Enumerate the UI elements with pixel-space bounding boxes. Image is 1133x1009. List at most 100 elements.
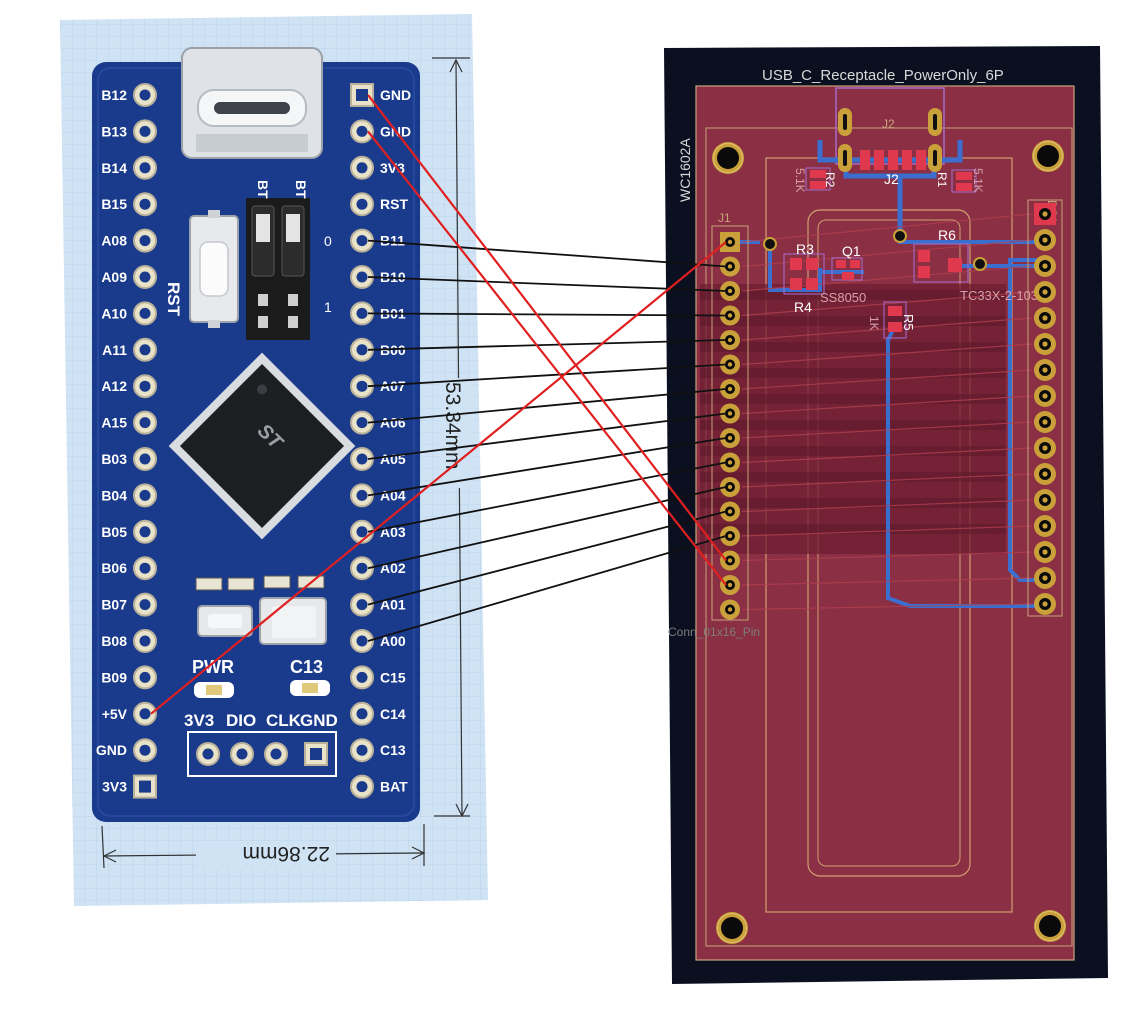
left-pin-a09: A09 [101,265,157,289]
left-pin-label: B12 [101,87,127,103]
row-trace [741,369,1033,390]
right-pin-gnd: GND [350,83,411,107]
pcb-layout: USB_C_Receptacle_PowerOnly_6P WC1602A Co… [664,46,1108,984]
r2-value: 5.1K [793,168,807,193]
debug-pad [230,742,254,766]
j1-pad [720,232,740,252]
j1-pad [720,330,740,350]
board-photo: RST BT BT 0 1 ST [60,14,488,906]
mounting-holes [712,140,1066,944]
left-pin-3v3: 3V3 [102,774,157,799]
right-pin-label: GND [380,87,411,103]
zone-stripe [700,524,1006,534]
r2-ref: R2 [823,172,837,188]
left-pin-label: B13 [101,123,127,139]
left-pin-label: B04 [101,487,127,503]
zone-stripe [700,394,1006,404]
mounting-hole [1034,910,1066,942]
wire-connections [150,94,727,715]
ds1-pad [1034,229,1056,251]
right-pin-a06: A06 [350,410,406,435]
r1-ref: R1 [935,172,949,188]
conn-footprint-label: Conn_01x16_Pin [668,625,760,639]
j1-pad [720,452,740,473]
right-pin-label: A06 [380,415,406,431]
q1-value: SS8050 [820,290,866,305]
boot-jumpers [246,198,310,340]
right-pin-label: A00 [380,633,406,649]
wire-a03-to-j1-pin-10 [367,461,727,533]
copper-zone [700,284,1006,554]
ds1-pad [1034,463,1056,485]
wire-a00-to-j1-pin-13 [367,535,727,642]
right-pin-label: BAT [380,779,408,795]
lcd-footprint-label: WC1602A [677,138,693,202]
wire-gnd-to-j1-pin-15 [367,130,727,586]
j1-ref: J1 [718,211,731,225]
left-pin-a11: A11 [102,337,157,362]
left-pin-label: B06 [101,560,127,576]
j1-pad [720,477,740,497]
mcu-chip: ST [168,352,356,540]
trimpot-value: TC33X-2-103E [960,288,1047,303]
j1-pad [720,354,740,375]
left-pin-label: B08 [101,633,127,649]
ds1-pad [1034,307,1056,329]
right-pin-a04: A04 [350,483,406,508]
r3-ref: R3 [796,241,814,257]
left-pin-label: A12 [101,378,127,394]
left-pin-label: B05 [101,524,127,540]
ds1-pad [1034,489,1056,511]
left-pin-b08: B08 [101,629,157,653]
j2-ref: J2 [884,171,899,187]
right-pin-c13: C13 [350,738,406,763]
left-pin-label: B07 [101,597,127,613]
row-trace [741,213,1033,243]
right-pin-bat: BAT [350,774,408,799]
right-pin-a00: A00 [350,629,406,653]
lcd-row-traces [741,213,1033,611]
width-dimension-label: 22.86mm [242,842,330,865]
crystal-8m [259,597,327,645]
rst-label: RST [164,282,183,317]
ds1-pad [1034,281,1056,303]
ds1-pad [1034,567,1056,589]
left-pin-a12: A12 [101,374,157,399]
debug-pad [196,742,220,766]
r4-ref: R4 [794,299,812,315]
left-pin-b05: B05 [101,519,157,544]
wire-gnd-to-j1-pin-14 [367,94,727,562]
boot1-label: BT [293,180,309,199]
r1-value: 5.1K [971,168,985,193]
left-pin-label: 3V3 [102,779,127,795]
ds1-pad [1034,333,1056,355]
left-pin-b07: B07 [101,592,157,617]
ds1-outline [1027,199,1063,617]
right-pin-c14: C14 [350,701,406,726]
zone-stripe [700,498,1006,508]
left-pin-header: B12B13B14B15A08A09A10A11A12A15B03B04B05B… [96,83,157,799]
row-trace [741,317,1033,341]
row-trace [741,343,1033,366]
left-pin-b14: B14 [101,155,157,180]
left-pin-b13: B13 [101,119,157,144]
j1-pad [720,256,740,277]
right-pin-label: B10 [380,269,406,285]
row-trace [741,577,1033,586]
ds1-pad [1034,411,1056,433]
j1-pad [720,305,740,326]
zone-stripe [700,316,1006,326]
j1-pad [720,550,740,571]
mounting-hole [1032,140,1064,172]
r5-footprint [883,301,907,339]
wire-b10-to-j1-pin-3 [367,276,727,292]
left-pin-label: B15 [101,196,127,212]
wire-b01-to-j1-pin-4 [367,312,727,317]
j1-pad [720,379,740,399]
left-pin-label: +5V [102,706,128,722]
jumper-mark-0: 0 [324,233,332,249]
right-pin-label: A05 [380,451,406,467]
wire-a06-to-j1-pin-7 [367,388,727,424]
smd-resistors [195,575,325,591]
right-pin-label: C13 [380,742,406,758]
